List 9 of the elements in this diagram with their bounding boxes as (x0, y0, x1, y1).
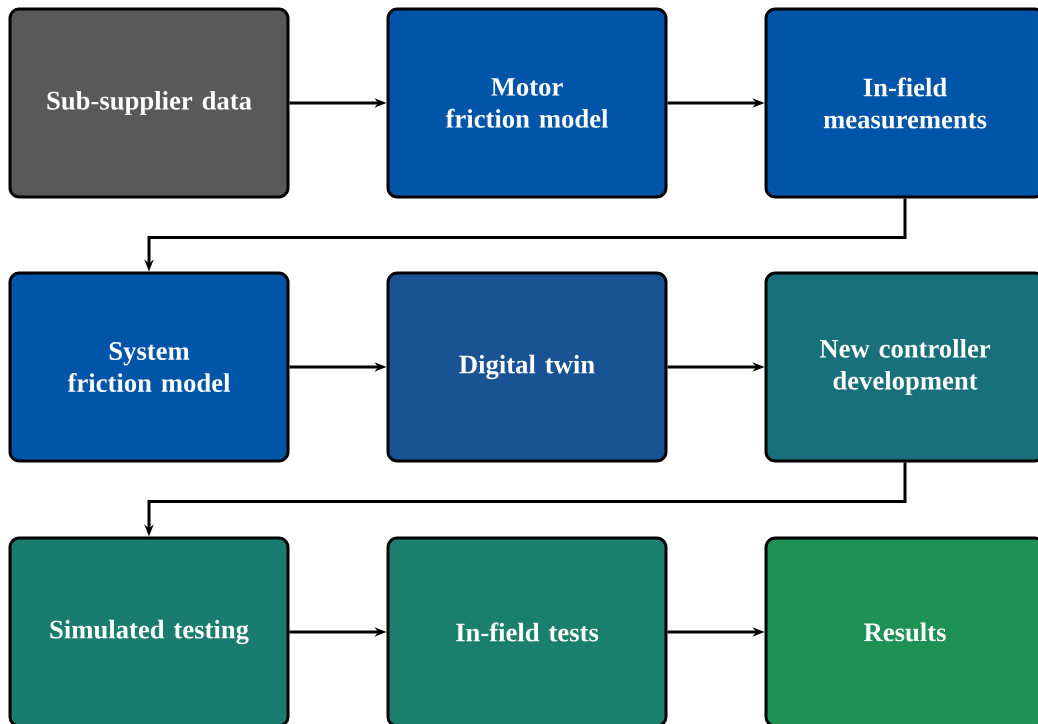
process-box: Digital twin (386, 271, 668, 463)
process-box: New controller development (764, 271, 1038, 463)
process-box: In-field tests (386, 536, 668, 724)
process-box: In-field measurements (764, 7, 1038, 199)
process-box: Results (764, 536, 1038, 724)
process-box: System friction model (8, 271, 290, 463)
process-box: Sub-supplier data (8, 7, 290, 199)
process-box: Motor friction model (386, 7, 668, 199)
process-box: Simulated testing (8, 536, 290, 724)
